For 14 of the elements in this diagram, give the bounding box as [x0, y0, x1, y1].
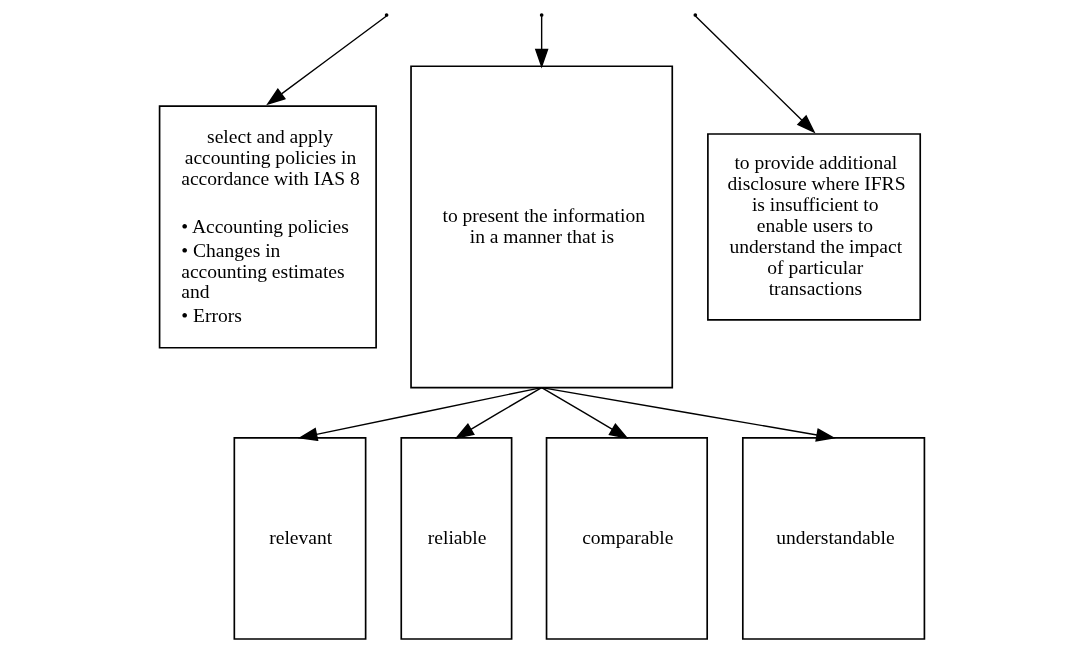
node-box: to present the information in a manner that is: [410, 65, 674, 389]
node-box: to provide additional disclosure where IFRS is insufficient to enable users to understand the impact of particular transactions: [707, 133, 922, 321]
arrow: [534, 15, 549, 69]
arrow: [540, 386, 629, 439]
node-box: select and apply accounting policies in accordance with IAS 8 • Accounting policies • Changes in accounting estimates and • Errors: [158, 105, 377, 349]
node-box: understandable: [741, 437, 926, 640]
node-box: reliable: [400, 437, 513, 640]
node-box: relevant: [233, 437, 367, 640]
arrow: [266, 15, 388, 106]
arrow: [454, 386, 543, 439]
arrow: [540, 386, 836, 442]
node-box: comparable: [545, 437, 709, 640]
arrow: [297, 386, 543, 442]
arrow: [694, 15, 816, 134]
